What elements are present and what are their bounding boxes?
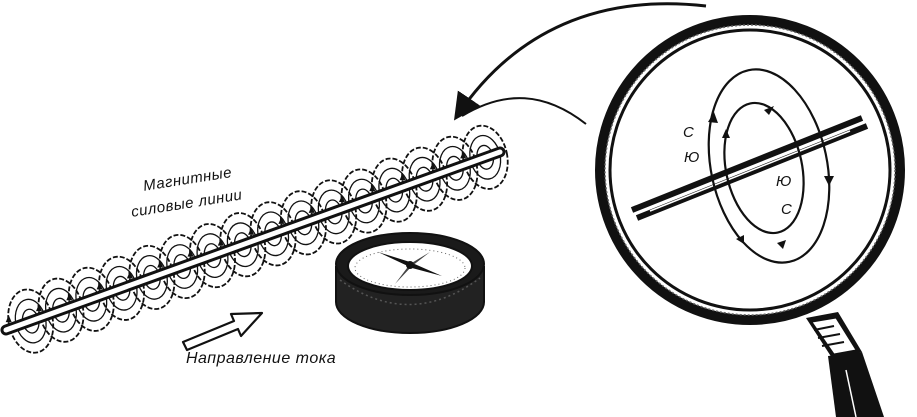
zoom-pointer-arrow [453,2,707,121]
compass-needle [378,252,442,284]
zoom-pointer-arrow-lower [461,97,587,125]
compass [335,232,485,334]
field-ring-arrowhead [5,315,12,323]
conductor-wire [0,146,506,336]
pole-label-north-lower: Ю [776,173,792,190]
field-ring-arrowhead [35,304,42,312]
field-ring-arrowhead [126,271,133,279]
pole-label-north-upper: Ю [684,149,700,166]
magnifying-glass [595,15,905,417]
field-ring-arrowhead [308,205,315,213]
field-ring-arrowhead [66,293,73,301]
current-direction-label: Направление тока [186,350,337,367]
field-ring-arrowhead [248,227,255,235]
field-ring-arrowhead [460,151,467,159]
field-ring-arrowhead [429,162,436,170]
field-ring-arrowhead [157,260,164,268]
field-ring-arrowhead [187,249,194,257]
field-ring-arrowhead [278,216,285,224]
field-ring-arrowhead [399,173,406,181]
field-ring-arrowhead [369,184,376,192]
pole-label-south-lower: С [781,201,792,218]
field-ring-arrowhead [217,238,224,246]
current-direction-arrow [181,311,264,352]
field-ring-arrowhead [96,282,103,290]
pole-label-south-upper: С [683,124,694,141]
field-ring-arrowhead [338,195,345,203]
